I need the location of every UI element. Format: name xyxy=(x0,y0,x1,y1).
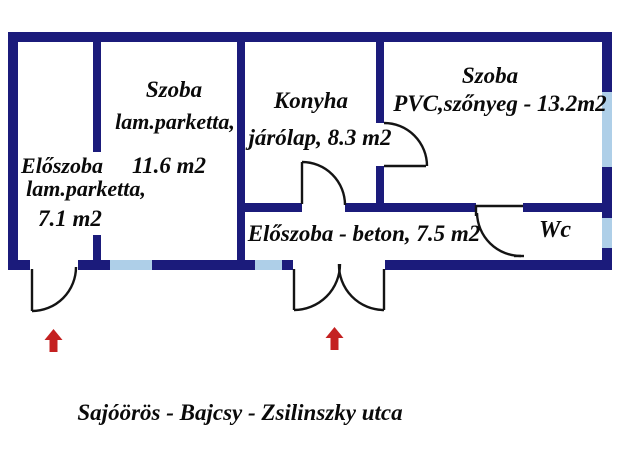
room-label-konyha-floor: járólap, 8.3 m2 xyxy=(244,125,391,150)
room-label-szoba2-name: Szoba xyxy=(462,63,518,88)
door-arc-wc xyxy=(475,212,522,258)
room-label-eloszoba-name: Előszoba xyxy=(20,153,103,178)
outer-wall-bottom-seg3 xyxy=(152,260,255,270)
address-caption: Sajóörös - Bajcsy - Zsilinszky utca xyxy=(77,400,402,425)
window-bottom-left xyxy=(110,260,152,270)
outer-wall-top xyxy=(8,32,612,42)
outer-wall-bottom-seg1 xyxy=(8,260,30,270)
outer-wall-bottom-seg2 xyxy=(78,260,110,270)
room-label-szoba2-floor: PVC,szőnyeg - 13.2m2 xyxy=(392,91,606,116)
outer-wall-left xyxy=(8,32,18,270)
wall-hall-partition-seg2 xyxy=(345,203,476,212)
door-arc-main-left xyxy=(293,263,342,312)
wall-eloszoba-szoba-upper xyxy=(93,42,101,152)
wall-hall-partition-seg3 xyxy=(523,203,602,212)
room-label-eloszoba-area: 7.1 m2 xyxy=(38,206,102,231)
wall-eloszoba-szoba-stub xyxy=(93,235,101,260)
door-arc-main-right xyxy=(337,263,385,312)
room-label-wc: Wc xyxy=(539,217,571,243)
window-right-upper xyxy=(602,92,612,167)
entrance-up-arrow-icon-main xyxy=(325,327,344,350)
window-right-wc xyxy=(602,218,612,248)
room-label-eloszoba-floor: lam.parketta, xyxy=(26,176,146,201)
door-arc-szoba2 xyxy=(383,121,429,167)
wall-hall-partition-seg1 xyxy=(245,203,302,212)
entrance-up-arrow-icon-left xyxy=(44,329,63,352)
wall-konyha-szoba2-lower xyxy=(376,166,384,203)
room-label-szoba1-area: 11.6 m2 xyxy=(132,153,206,178)
outer-wall-bottom-seg5 xyxy=(385,260,612,270)
room-label-eloszoba-beton: Előszoba - beton, 7.5 m2 xyxy=(247,221,481,246)
door-arc-left-entrance xyxy=(31,266,78,313)
room-label-szoba1-floor: lam.parketta, xyxy=(115,109,235,134)
room-label-konyha-name: Konyha xyxy=(273,88,348,113)
door-arc-konyha xyxy=(301,160,347,206)
outer-wall-bottom-seg4 xyxy=(282,260,293,270)
window-bottom-mid xyxy=(255,260,282,270)
wall-konyha-szoba2-upper xyxy=(376,42,384,123)
wall-szoba-konyha xyxy=(237,42,245,260)
room-label-szoba1-name: Szoba xyxy=(146,77,202,102)
